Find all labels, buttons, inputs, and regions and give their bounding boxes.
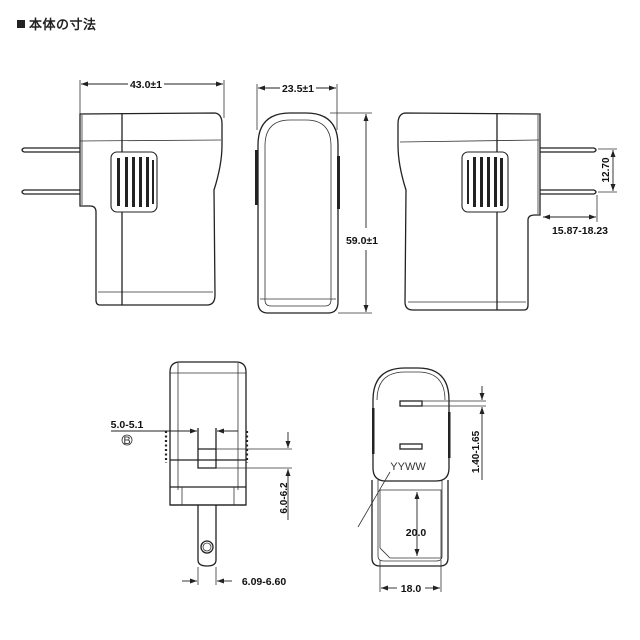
- height-dimension-label: 59.0±1: [346, 235, 378, 247]
- blade-slot-icon: [399, 400, 423, 407]
- date-code-text: YYWW: [390, 461, 426, 473]
- slot-height-label: 6.0-6.2: [279, 482, 290, 514]
- pin-spacing-label: 12.70: [601, 157, 612, 182]
- label-height-label: 20.0: [406, 527, 427, 539]
- section-title: 本体の寸法: [17, 14, 97, 33]
- side-view-right: 12.70 15.87-18.23: [397, 112, 617, 311]
- label-width-label: 18.0: [401, 583, 422, 595]
- circle-b-symbol: B: [123, 435, 130, 447]
- vent-slot-icon: [117, 158, 120, 206]
- grip-ribs: [164, 431, 249, 463]
- width-dimension-label: 43.0±1: [130, 79, 162, 91]
- pin-length-label: 15.87-18.23: [552, 225, 608, 237]
- leader-line: [357, 471, 391, 528]
- slot-width-label: 5.0-5.1: [111, 419, 144, 431]
- side-view-left: 43.0±1: [21, 79, 225, 306]
- bullet-square-icon: [17, 20, 25, 28]
- circle-b-icon: [121, 434, 133, 446]
- front-width-label: 23.5±1: [282, 83, 314, 95]
- section-title-text: 本体の寸法: [29, 17, 97, 32]
- bottom-view-right: YYWW 20.0 18.0 1.40-1.65: [357, 367, 486, 595]
- pin-width-label: 6.09-6.60: [242, 576, 287, 588]
- front-view: 23.5±1 59.0±1: [255, 83, 378, 314]
- blade-thickness-label: 1.40-1.65: [471, 430, 482, 473]
- bottom-view-left: 5.0-5.1 B 6.0-6.2 6.09-6.60: [111, 361, 292, 588]
